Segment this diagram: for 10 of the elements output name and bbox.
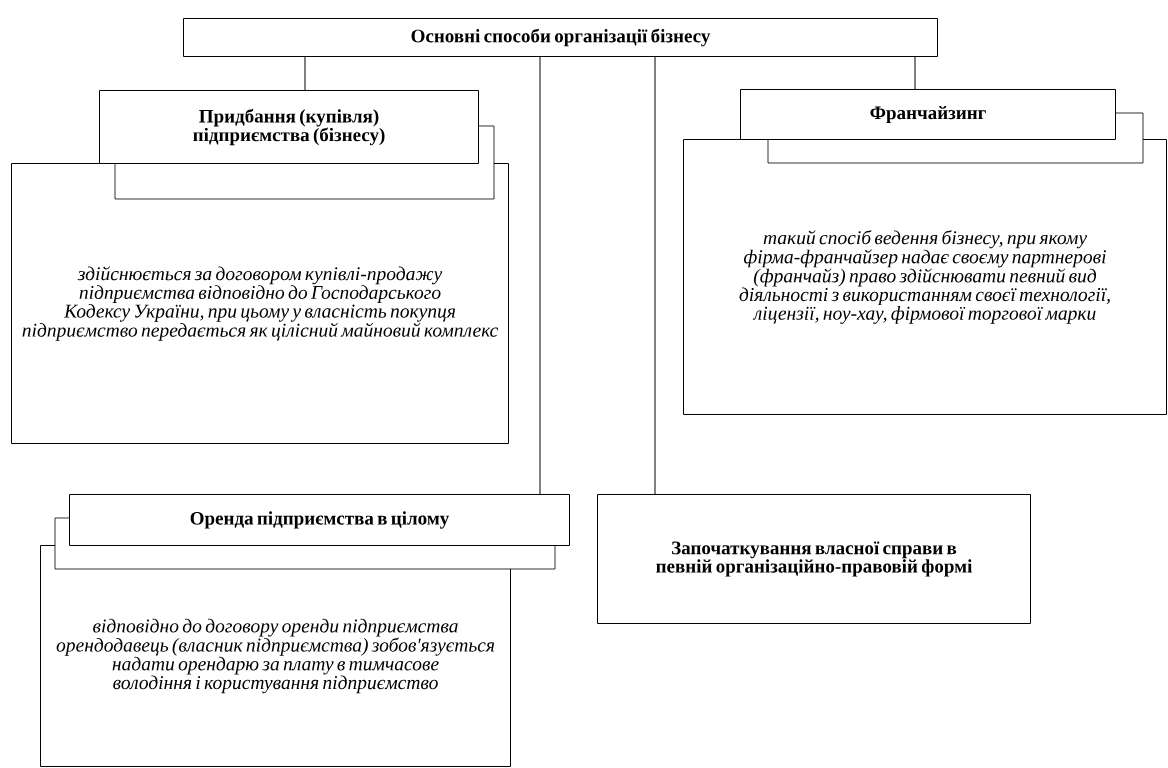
- category-box: Франчайзинг: [740, 89, 1144, 164]
- category-box: Придбання (купівля) підприємства (бізнесу): [99, 90, 495, 200]
- node-label: Придбання (купівля): [199, 108, 379, 127]
- category-box: Оренда підприємства в цілому: [54, 494, 570, 570]
- title-box: Основні способи організації бізнесу: [183, 18, 938, 57]
- connector-line: [304, 56, 306, 91]
- connector-line: [539, 56, 541, 495]
- connector-line: [914, 56, 916, 90]
- category-box: Започаткування власної справи в певній організаційно-правовій формі: [597, 494, 1031, 624]
- connector-line: [654, 56, 656, 495]
